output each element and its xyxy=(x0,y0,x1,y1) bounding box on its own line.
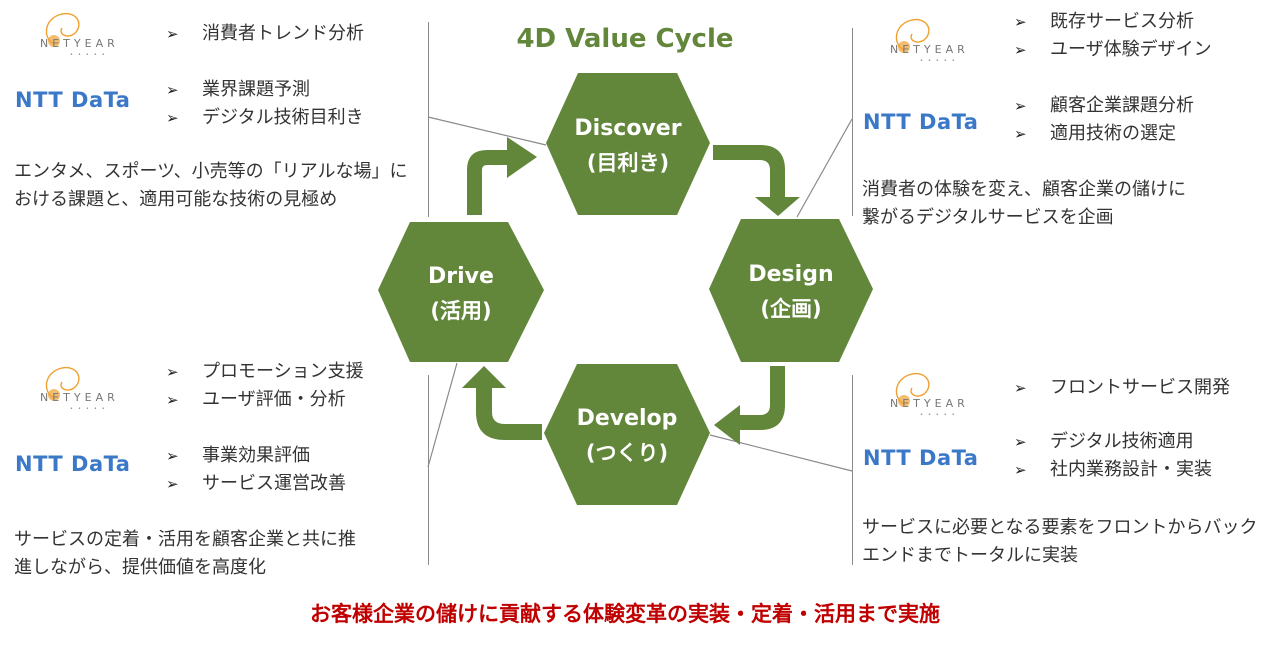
nttdata-logo: NTT DaTa xyxy=(15,452,131,476)
arrowhead-bullet-icon: ➢ xyxy=(166,363,179,381)
list-item: ➢デジタル技術目利き xyxy=(166,104,364,132)
divider-bottom-right xyxy=(852,375,853,565)
drive-description: サービスの定着・活用を顧客企業と共に推 進しながら、提供価値を高度化 xyxy=(14,529,356,578)
stage-discover: Discover (目利き) xyxy=(546,112,710,180)
list-item: ➢社内業務設計・実装 xyxy=(1014,456,1212,484)
arrowhead-bullet-icon: ➢ xyxy=(166,81,179,99)
hexagon-develop xyxy=(544,364,710,505)
arrow-discover-to-design xyxy=(713,145,800,216)
arrowhead-bullet-icon: ➢ xyxy=(1014,433,1027,451)
nttdata-logo: NTT DaTa xyxy=(863,110,979,134)
list-item: ➢ユーザ体験デザイン xyxy=(1014,36,1212,64)
netyear-logo-text: NETYEAR xyxy=(40,37,119,50)
arrowhead-bullet-icon: ➢ xyxy=(166,25,179,43)
netyear-logo-text: NETYEAR xyxy=(40,391,119,404)
connector-design xyxy=(796,118,853,218)
list-item: ➢事業効果評価 xyxy=(166,442,346,470)
arrowhead-bullet-icon: ➢ xyxy=(166,109,179,127)
list-item: ➢既存サービス分析 xyxy=(1014,8,1212,36)
arrowhead-bullet-icon: ➢ xyxy=(166,391,179,409)
list-item: ➢消費者トレンド分析 xyxy=(166,20,364,48)
footer-message: お客様企業の儲けに貢献する体験変革の実装・定着・活用まで実施 xyxy=(310,602,940,626)
stage-drive-jp: (活用) xyxy=(430,299,492,323)
stage-develop-name: Develop xyxy=(576,406,678,431)
netyear-logo: NETYEAR ••••• xyxy=(890,372,969,418)
hexagon-design xyxy=(709,219,873,362)
netyear-logo-text: NETYEAR xyxy=(890,43,969,56)
arrow-drive-to-discover xyxy=(467,137,537,215)
stage-develop-jp: (つくり) xyxy=(585,441,669,465)
drive-nttdata-list: ➢事業効果評価 ➢サービス運営改善 xyxy=(166,442,346,498)
design-nttdata-list: ➢顧客企業課題分析 ➢適用技術の選定 xyxy=(1014,92,1194,148)
nttdata-logo: NTT DaTa xyxy=(15,88,131,112)
arrowhead-bullet-icon: ➢ xyxy=(166,447,179,465)
arrow-develop-to-drive xyxy=(462,366,542,440)
netyear-logo: NETYEAR ••••• xyxy=(40,12,119,58)
stage-design: Design (企画) xyxy=(709,258,873,326)
stage-drive-name: Drive xyxy=(428,264,494,289)
arrowhead-bullet-icon: ➢ xyxy=(1014,461,1027,479)
connector-drive xyxy=(427,362,458,468)
arrow-design-to-develop xyxy=(714,366,785,445)
divider-bottom-left xyxy=(428,375,429,565)
list-item: ➢デジタル技術適用 xyxy=(1014,428,1212,456)
connector-develop xyxy=(709,434,853,472)
list-item: ➢フロントサービス開発 xyxy=(1014,374,1230,402)
arrowhead-bullet-icon: ➢ xyxy=(1014,125,1027,143)
divider-top-right xyxy=(852,28,853,216)
list-item: ➢業界課題予測 xyxy=(166,76,364,104)
netyear-logo: NETYEAR ••••• xyxy=(890,18,969,64)
hexagon-drive xyxy=(378,222,544,362)
list-item: ➢サービス運営改善 xyxy=(166,470,346,498)
discover-nttdata-list: ➢業界課題予測 ➢デジタル技術目利き xyxy=(166,76,364,132)
stage-develop: Develop (つくり) xyxy=(544,402,710,470)
stage-discover-jp: (目利き) xyxy=(586,151,670,175)
stage-drive: Drive (活用) xyxy=(378,260,544,328)
connector-discover xyxy=(427,116,547,146)
design-netyear-list: ➢既存サービス分析 ➢ユーザ体験デザイン xyxy=(1014,8,1212,64)
stage-design-jp: (企画) xyxy=(760,297,822,321)
arrowhead-bullet-icon: ➢ xyxy=(166,475,179,493)
develop-nttdata-list: ➢デジタル技術適用 ➢社内業務設計・実装 xyxy=(1014,428,1212,484)
develop-description: サービスに必要となる要素をフロントからバック エンドまでトータルに実装 xyxy=(862,517,1258,566)
svg-text:•••••: ••••• xyxy=(70,406,110,412)
develop-netyear-list: ➢フロントサービス開発 xyxy=(1014,374,1230,402)
hexagon-discover xyxy=(546,73,710,215)
nttdata-logo: NTT DaTa xyxy=(863,446,979,470)
list-item: ➢適用技術の選定 xyxy=(1014,120,1194,148)
svg-text:•••••: ••••• xyxy=(920,58,960,64)
discover-netyear-list: ➢消費者トレンド分析 xyxy=(166,20,364,48)
svg-text:•••••: ••••• xyxy=(70,52,110,58)
arrowhead-bullet-icon: ➢ xyxy=(1014,97,1027,115)
list-item: ➢顧客企業課題分析 xyxy=(1014,92,1194,120)
drive-netyear-list: ➢プロモーション支援 ➢ユーザ評価・分析 xyxy=(166,358,364,414)
diagram-title: 4D Value Cycle xyxy=(516,24,734,54)
stage-discover-name: Discover xyxy=(574,116,682,141)
stage-design-name: Design xyxy=(748,262,834,287)
arrowhead-bullet-icon: ➢ xyxy=(1014,379,1027,397)
arrowhead-bullet-icon: ➢ xyxy=(1014,13,1027,31)
divider-top-left xyxy=(428,22,429,217)
svg-text:•••••: ••••• xyxy=(920,412,960,418)
discover-description: エンタメ、スポーツ、小売等の「リアルな場」に おける課題と、適用可能な技術の見極… xyxy=(14,161,408,210)
list-item: ➢プロモーション支援 xyxy=(166,358,364,386)
arrowhead-bullet-icon: ➢ xyxy=(1014,41,1027,59)
netyear-logo: NETYEAR ••••• xyxy=(40,366,119,412)
list-item: ➢ユーザ評価・分析 xyxy=(166,386,364,414)
netyear-logo-text: NETYEAR xyxy=(890,397,969,410)
design-description: 消費者の体験を変え、顧客企業の儲けに 繋がるデジタルサービスを企画 xyxy=(862,179,1186,228)
